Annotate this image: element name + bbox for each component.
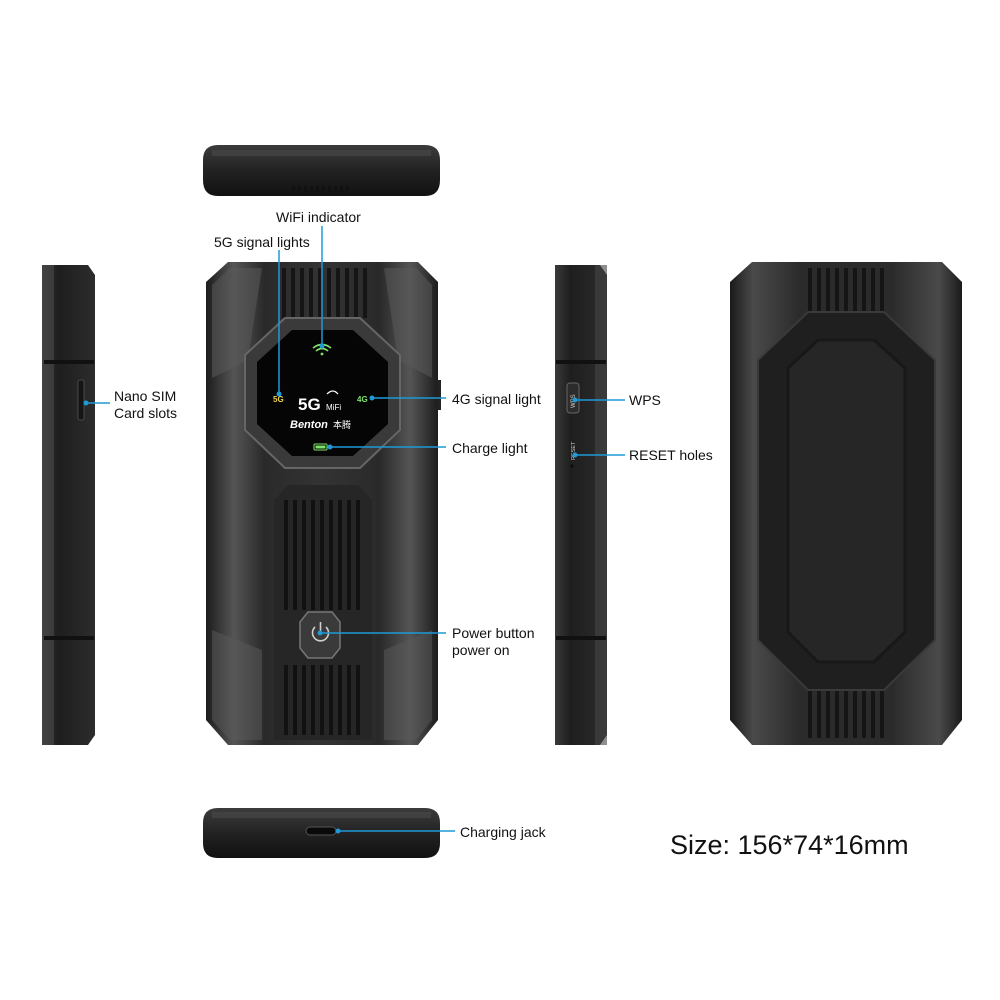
label-nano-sim-line1: Nano SIM (114, 388, 177, 404)
battery-icon (313, 443, 328, 451)
logo-mifi: MiFi (326, 403, 341, 412)
logo-5g: 5G (298, 395, 321, 414)
label-power-button-line1: Power button (452, 625, 535, 641)
right-side-view: WPS RESET (555, 265, 607, 745)
size-caption: Size: 156*74*16mm (670, 830, 909, 860)
label-nano-sim-line2: Card slots (114, 405, 178, 421)
led-5g-label: 5G (273, 395, 284, 404)
reset-hole[interactable] (570, 464, 574, 468)
label-charging-jack: Charging jack (460, 824, 546, 840)
display-screen (257, 330, 388, 456)
left-side-view (42, 265, 95, 745)
label-charge-light: Charge light (452, 440, 528, 456)
front-view: 5G MiFi 5G 4G Benton 本腾 (206, 262, 441, 745)
label-4g-signal-light: 4G signal light (452, 391, 541, 407)
sim-slot (77, 379, 85, 421)
usb-c-port (305, 826, 337, 836)
label-5g-signal-lights: 5G signal lights (214, 234, 310, 250)
label-reset-holes: RESET holes (629, 447, 713, 463)
callout-dots (83, 343, 578, 834)
reset-mark: RESET (571, 441, 577, 460)
brand-logo: Benton (290, 419, 328, 431)
back-view (730, 262, 962, 745)
brand-logo-cjk: 本腾 (333, 419, 351, 430)
callout-lines (86, 226, 625, 832)
top-view (203, 145, 440, 196)
logo-signal-icon (326, 390, 339, 395)
led-4g-label: 4G (357, 395, 368, 404)
bottom-view (203, 808, 440, 858)
label-power-button-line2: power on (452, 642, 510, 658)
label-wps: WPS (629, 392, 661, 408)
wps-button[interactable] (566, 382, 580, 414)
label-wifi-indicator: WiFi indicator (276, 209, 361, 225)
